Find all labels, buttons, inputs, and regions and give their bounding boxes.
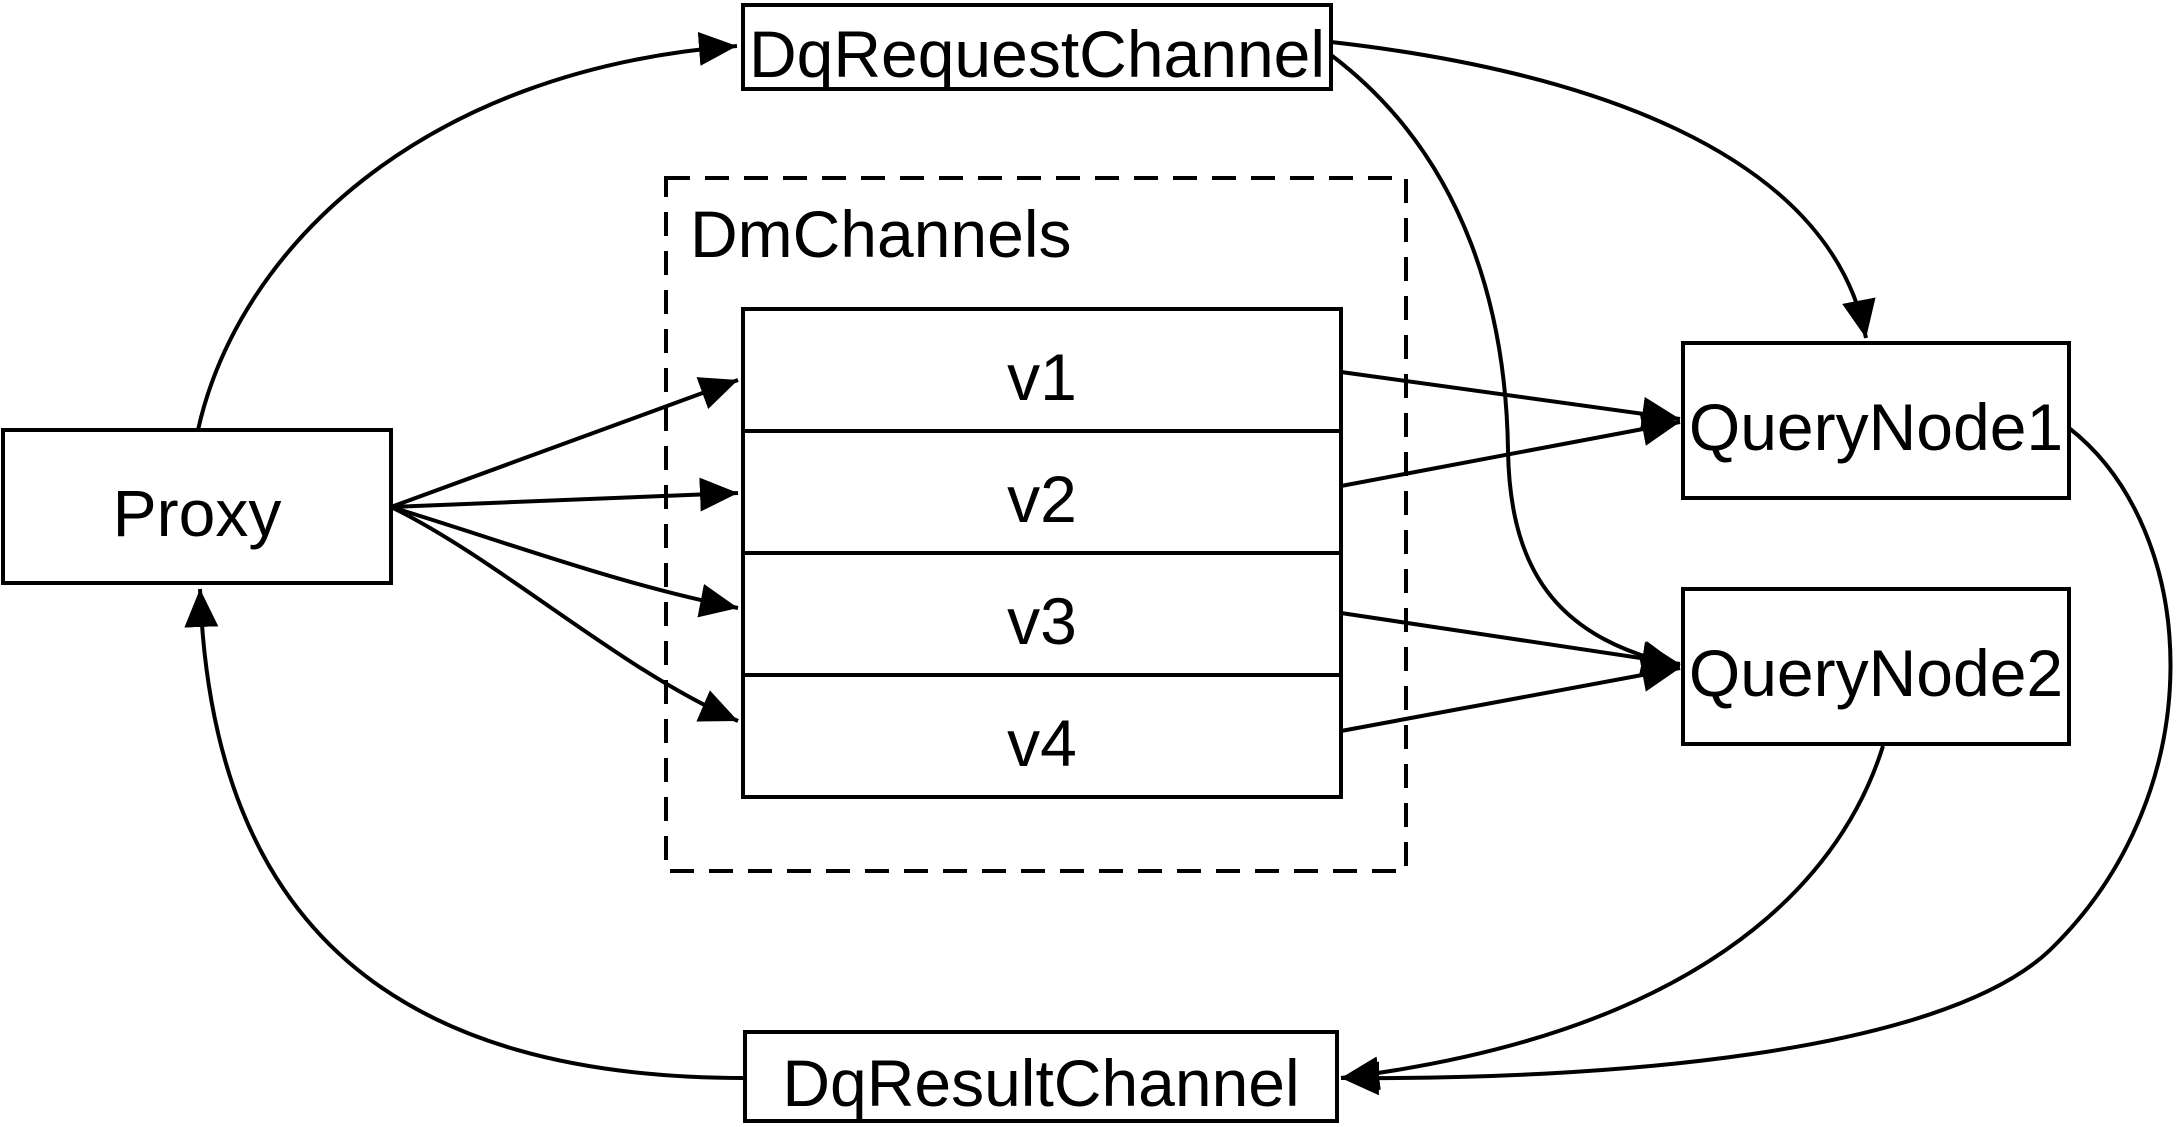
dqresultchannel-label: DqResultChannel — [782, 1046, 1299, 1120]
querynode1-label: QueryNode1 — [1689, 390, 2063, 464]
edge-proxy-to-v1 — [390, 377, 739, 509]
channel-v1-label: v1 — [1007, 340, 1077, 414]
channel-v2-label: v2 — [1007, 462, 1077, 536]
edge-v1-to-querynode1 — [1340, 370, 1681, 431]
querynode1-box — [1681, 341, 2071, 500]
querynode2-label: QueryNode2 — [1689, 636, 2063, 710]
edges-layer — [184, 31, 2173, 1096]
edge-querynode2-to-dqresultchannel — [1340, 745, 1885, 1091]
dqrequestchannel-box — [741, 3, 1333, 91]
edge-dqrequestchannel-to-querynode1 — [1330, 40, 1876, 339]
dqrequestchannel-label: DqRequestChannel — [749, 17, 1325, 91]
edge-dqresultchannel-to-proxy — [184, 588, 746, 1080]
proxy-label: Proxy — [113, 476, 282, 550]
edge-v4-to-querynode2 — [1340, 658, 1681, 733]
edge-dqrequestchannel-to-querynode2 — [1329, 53, 1681, 675]
nodes-layer: DqRequestChannel Proxy DmChannels v1 v2 … — [1, 3, 2071, 1123]
edge-proxy-to-v4 — [390, 505, 739, 723]
edge-proxy-to-dqrequestchannel — [196, 31, 738, 431]
dm-channels-group-label: DmChannels — [690, 197, 1072, 271]
edge-v2-to-querynode1 — [1340, 412, 1681, 488]
dm-channels-table: v1 v2 v3 v4 — [741, 307, 1343, 799]
edge-querynode1-to-dqresultchannel — [1340, 426, 2173, 1096]
dqresultchannel-box — [743, 1030, 1339, 1123]
channel-v3-label: v3 — [1007, 584, 1077, 658]
querynode2-box — [1681, 587, 2071, 746]
dm-channels-group-box — [664, 176, 1408, 873]
proxy-box — [1, 428, 393, 585]
channel-row-v4 — [741, 673, 1343, 799]
channel-v4-label: v4 — [1007, 706, 1077, 780]
edge-proxy-to-v3 — [390, 505, 739, 618]
channel-row-v2 — [741, 429, 1343, 555]
edge-v3-to-querynode2 — [1340, 611, 1681, 676]
channel-row-v1 — [741, 307, 1343, 433]
edge-proxy-to-v2 — [390, 477, 739, 512]
